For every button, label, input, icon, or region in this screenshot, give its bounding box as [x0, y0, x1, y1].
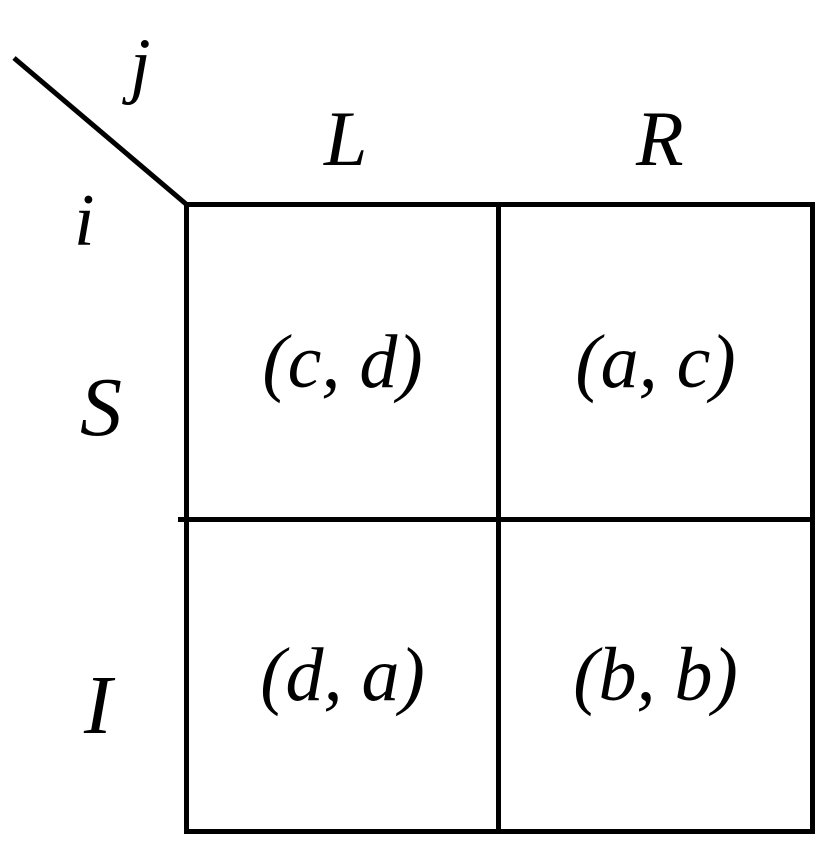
row-player-label: i — [74, 180, 95, 262]
column-player-label: j — [130, 24, 151, 106]
payoff-cell-i-l: (d, a) — [260, 633, 425, 717]
matrix-horizontal-divider — [178, 517, 815, 522]
row-header-bottom: I — [84, 659, 112, 752]
row-header-top: S — [80, 361, 122, 454]
payoff-cell-s-r: (a, c) — [575, 319, 736, 404]
column-header-right: R — [636, 95, 684, 182]
payoff-cell-i-r: (b, b) — [573, 633, 738, 717]
payoff-cell-s-l: (c, d) — [262, 319, 423, 404]
column-header-left: L — [324, 95, 368, 182]
